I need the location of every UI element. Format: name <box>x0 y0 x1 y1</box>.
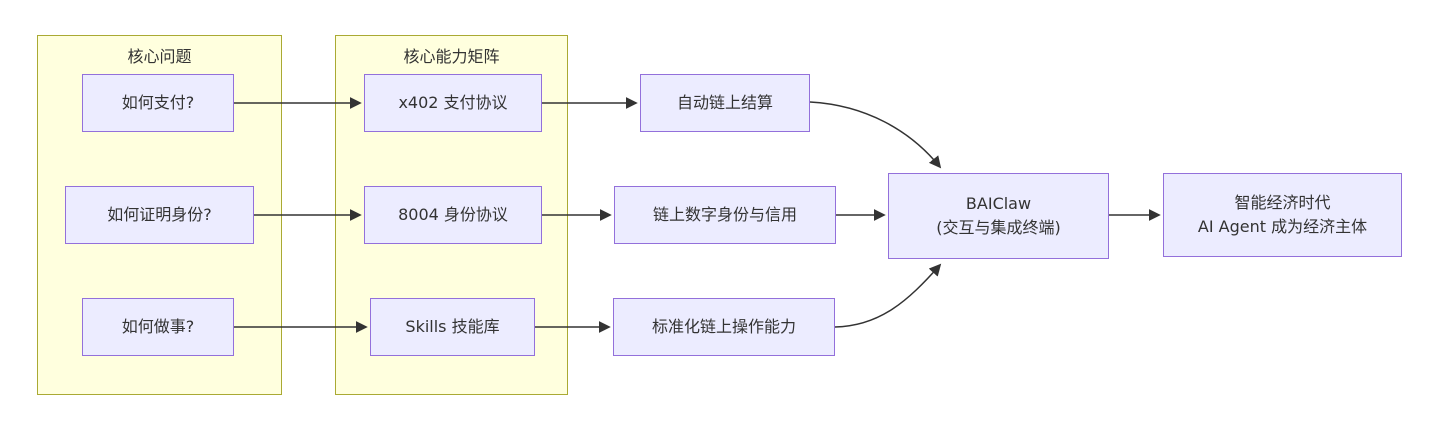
edge-ops-to-baiclaw <box>834 263 942 328</box>
node-standard-onchain-ops: 标准化链上操作能力 <box>613 298 835 356</box>
node-how-to-do-things-label: 如何做事? <box>121 317 195 336</box>
cluster-capability-matrix-title: 核心能力矩阵 <box>403 47 500 66</box>
node-skills-label: Skills 技能库 <box>405 317 500 336</box>
node-onchain-identity-credit: 链上数字身份与信用 <box>614 186 836 244</box>
node-how-to-prove-identity-label: 如何证明身份? <box>107 205 212 224</box>
node-how-to-prove-identity: 如何证明身份? <box>65 186 254 244</box>
node-how-to-pay: 如何支付? <box>82 74 234 132</box>
node-how-to-pay-label: 如何支付? <box>121 93 195 112</box>
node-x402-payment-protocol: x402 支付协议 <box>364 74 542 132</box>
node-how-to-do-things: 如何做事? <box>82 298 234 356</box>
node-8004-label: 8004 身份协议 <box>398 205 508 224</box>
node-intelligent-economy-era: 智能经济时代 AI Agent 成为经济主体 <box>1163 173 1402 257</box>
cluster-core-questions-title: 核心问题 <box>127 47 192 66</box>
node-era-line2: AI Agent 成为经济主体 <box>1197 217 1368 236</box>
node-x402-label: x402 支付协议 <box>398 93 508 112</box>
node-skills-library: Skills 技能库 <box>370 298 535 356</box>
node-era-line1: 智能经济时代 <box>1234 193 1331 212</box>
node-credit-label: 链上数字身份与信用 <box>652 205 797 224</box>
node-8004-identity-protocol: 8004 身份协议 <box>364 186 542 244</box>
node-auto-onchain-settlement: 自动链上结算 <box>640 74 810 132</box>
node-ops-label: 标准化链上操作能力 <box>651 317 796 336</box>
node-settle-label: 自动链上结算 <box>676 93 773 112</box>
node-baiclaw: BAIClaw (交互与集成终端) <box>888 173 1109 259</box>
edge-settle-to-baiclaw <box>809 101 942 169</box>
node-baiclaw-line2: (交互与集成终端) <box>936 218 1061 237</box>
node-baiclaw-line1: BAIClaw <box>965 194 1032 213</box>
